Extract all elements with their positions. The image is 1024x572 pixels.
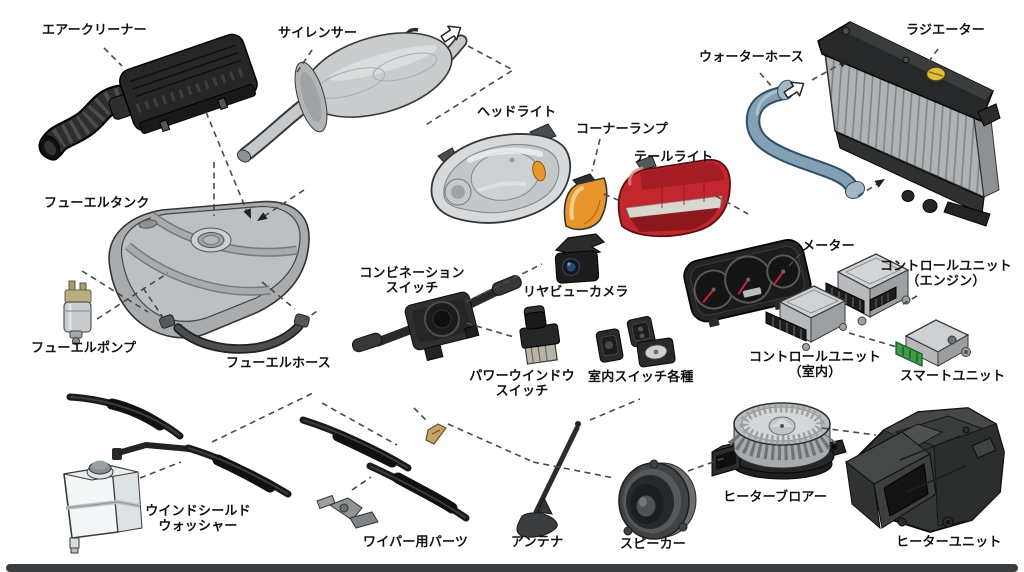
power-window-switch-illustration [519, 305, 561, 365]
corner-lamp-illustration [563, 173, 608, 231]
leader-lines [81, 45, 939, 491]
label-wiper-parts: ワイパー用パーツ [363, 535, 469, 550]
wiper-blades-rear-illustration [299, 416, 470, 522]
headlight-illustration [430, 123, 572, 224]
label-heater-blower: ヒーターブロアー [723, 490, 828, 505]
wiper-blades-front-illustration [66, 393, 292, 498]
label-power-window-switch: パワーウインドウ スイッチ [469, 369, 575, 399]
radiator-illustration [817, 21, 1001, 227]
smart-unit-illustration [895, 319, 971, 368]
label-fuel-tank: フューエルタンク [44, 196, 150, 211]
silencer-illustration [236, 27, 468, 163]
antenna-illustration [516, 421, 581, 538]
rear-view-camera-illustration [554, 233, 606, 284]
label-antenna: アンテナ [511, 535, 564, 550]
label-rear-view-camera: リヤビューカメラ [523, 285, 629, 300]
heater-blower-illustration [711, 402, 847, 480]
combination-switch-illustration [351, 275, 522, 362]
label-tail-light: テールライト [634, 150, 714, 165]
label-windshield-washer: ウインドシールド ウォッシャー [145, 504, 251, 534]
figure-bottom-bar [6, 564, 1018, 572]
label-smart-unit: スマートユニット [900, 369, 1006, 384]
control-unit-interior-illustration [765, 285, 847, 351]
label-control-unit-interior: コントロールユニット （室内） [748, 350, 881, 380]
label-corner-lamp: コーナーランプ [576, 122, 669, 137]
label-speaker: スピーカー [620, 537, 687, 552]
fuel-hose-illustration [159, 313, 310, 354]
tail-light-illustration [617, 155, 731, 238]
label-headlight: ヘッドライト [477, 105, 557, 120]
label-radiator: ラジエーター [906, 23, 985, 38]
speaker-illustration [618, 459, 697, 540]
control-unit-engine-illustration [825, 253, 911, 326]
wiper-parts-illustration [316, 423, 447, 529]
label-fuel-pump: フューエルポンプ [31, 341, 137, 356]
label-water-hose: ウォーターホース [699, 50, 804, 65]
label-silencer: サイレンサー [278, 26, 358, 41]
label-fuel-hose: フューエルホース [226, 356, 331, 371]
windshield-washer-illustration [63, 460, 143, 554]
interior-switches-illustration [595, 316, 676, 368]
label-control-unit-engine: コントロールユニット （エンジン） [879, 259, 1012, 289]
label-air-cleaner: エアークリーナー [42, 23, 147, 38]
fuel-pump-illustration [63, 280, 92, 345]
label-heater-unit: ヒーターユニット [896, 535, 1002, 550]
label-meter: メーター [802, 239, 855, 254]
air-cleaner-illustration [38, 33, 258, 161]
water-hose-illustration [745, 79, 866, 200]
label-combination-switch: コンビネーション スイッチ [359, 266, 465, 296]
meter-illustration [683, 239, 812, 328]
fuel-tank-illustration [108, 200, 310, 339]
label-interior-switches: 室内スイッチ各種 [588, 370, 694, 385]
heater-unit-illustration [845, 407, 1005, 533]
